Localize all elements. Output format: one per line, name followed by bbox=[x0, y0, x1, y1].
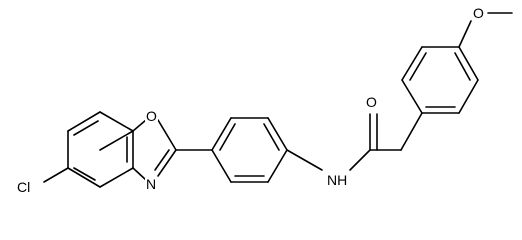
atom-label-mask bbox=[365, 94, 378, 110]
amide-nh-label: NH bbox=[327, 172, 347, 188]
methoxy-group bbox=[458, 12, 513, 48]
atom-label-mask bbox=[326, 172, 349, 188]
atom-label-mask bbox=[472, 5, 485, 21]
atom-labels: Cl O N NH O O bbox=[16, 5, 485, 195]
benzoxazole-benzene-ring bbox=[67, 111, 134, 188]
chloro-substituent bbox=[43, 167, 69, 183]
chemical-structure-diagram: Cl O N NH O O bbox=[16, 5, 513, 195]
oxazole-oxygen-label: O bbox=[146, 108, 157, 124]
methoxyphenyl-ring bbox=[401, 46, 479, 114]
amide-linkage bbox=[286, 113, 402, 171]
atom-label-mask bbox=[145, 176, 158, 192]
chlorine-label: Cl bbox=[17, 179, 30, 195]
benzoxazole-core-bonds bbox=[73, 119, 177, 181]
oxazole-nitrogen-label: N bbox=[146, 176, 156, 192]
methoxy-oxygen-label: O bbox=[473, 5, 484, 21]
methylene-bond bbox=[400, 112, 423, 151]
structure-canvas: Cl O N NH O O bbox=[16, 5, 513, 195]
atom-label-mask bbox=[145, 108, 158, 124]
carbonyl-oxygen-label: O bbox=[366, 94, 377, 110]
atom-label-mask bbox=[16, 179, 32, 195]
central-phenyl-ring bbox=[211, 117, 288, 183]
